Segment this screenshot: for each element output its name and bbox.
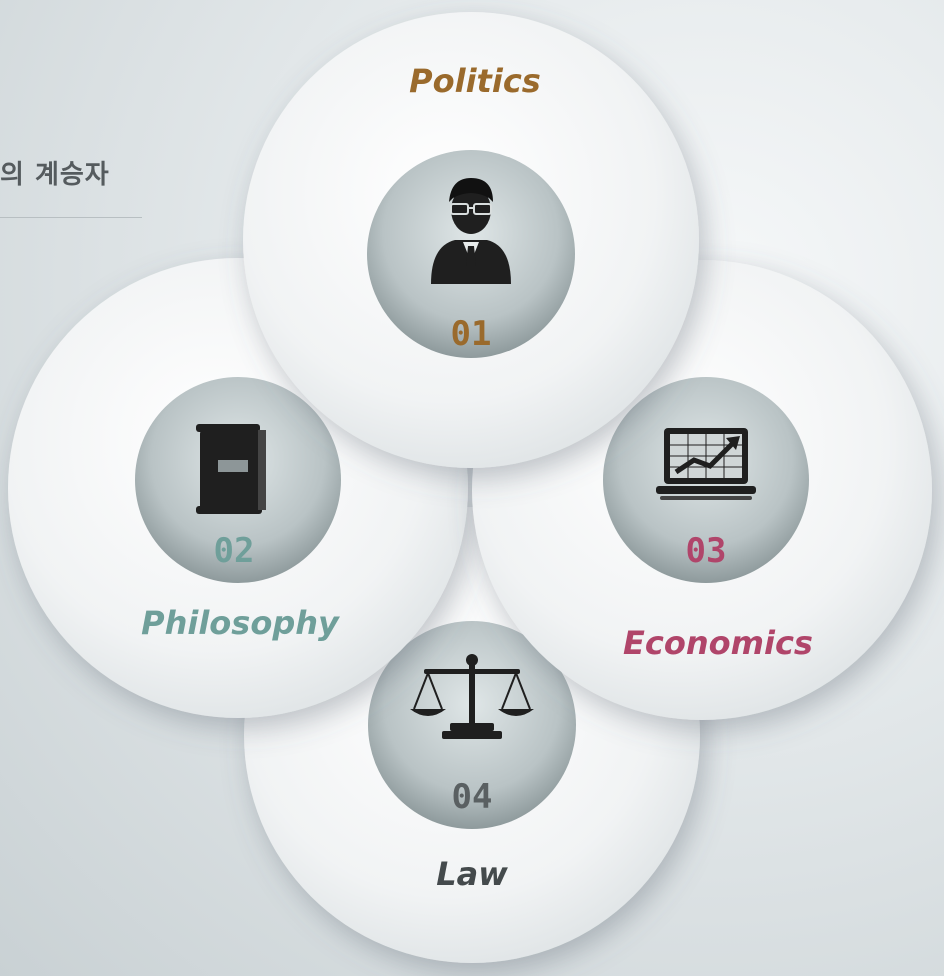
ring-philosophy-label: Philosophy <box>141 604 340 642</box>
ring-law-label: Law <box>436 855 508 893</box>
book-icon <box>196 424 266 514</box>
header-text: 의 계승자 <box>0 160 110 190</box>
person-icon <box>431 178 511 284</box>
header-divider <box>0 217 142 218</box>
ring-philosophy-number: 02 <box>214 531 255 571</box>
ring-politics: 01 Politics <box>243 12 699 468</box>
scales-icon <box>410 654 534 739</box>
ring-economics-label: Economics <box>623 624 813 662</box>
laptop-chart-icon <box>656 428 756 500</box>
ring-law-number: 04 <box>452 777 493 817</box>
ring-politics-number: 01 <box>451 314 492 354</box>
ring-politics-label: Politics <box>409 62 541 100</box>
ring-economics-number: 03 <box>686 531 727 571</box>
